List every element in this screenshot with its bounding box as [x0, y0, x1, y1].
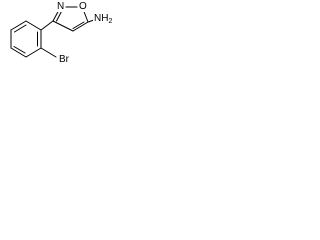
amine-label: NH2 [93, 13, 114, 25]
ring-oxygen-label: O [78, 1, 88, 12]
amine-text: NH [94, 13, 109, 24]
bond-ar-inner-2 [13, 46, 26, 54]
bond-ar-3 [10, 47, 27, 58]
ring-nitrogen-label: N [56, 1, 66, 12]
molecule-diagram [10, 6, 95, 58]
structure-canvas: N O NH2 Br [0, 0, 120, 73]
bond-c3-n-double [56, 10, 63, 22]
bond-c3-phenyl [40, 20, 54, 31]
bromine-label: Br [58, 54, 70, 65]
bond-c5-c4 [72, 21, 89, 32]
bond-ar-5 [10, 20, 27, 31]
bond-ar-inner-3 [14, 24, 27, 33]
bond-ar-2 [25, 47, 42, 58]
bond-ar-br [40, 47, 57, 58]
amine-subscript: 2 [108, 18, 113, 25]
bond-ar-6 [25, 20, 42, 31]
bond-c5-c4-double [72, 21, 85, 29]
bond-c4-c3 [52, 20, 74, 32]
